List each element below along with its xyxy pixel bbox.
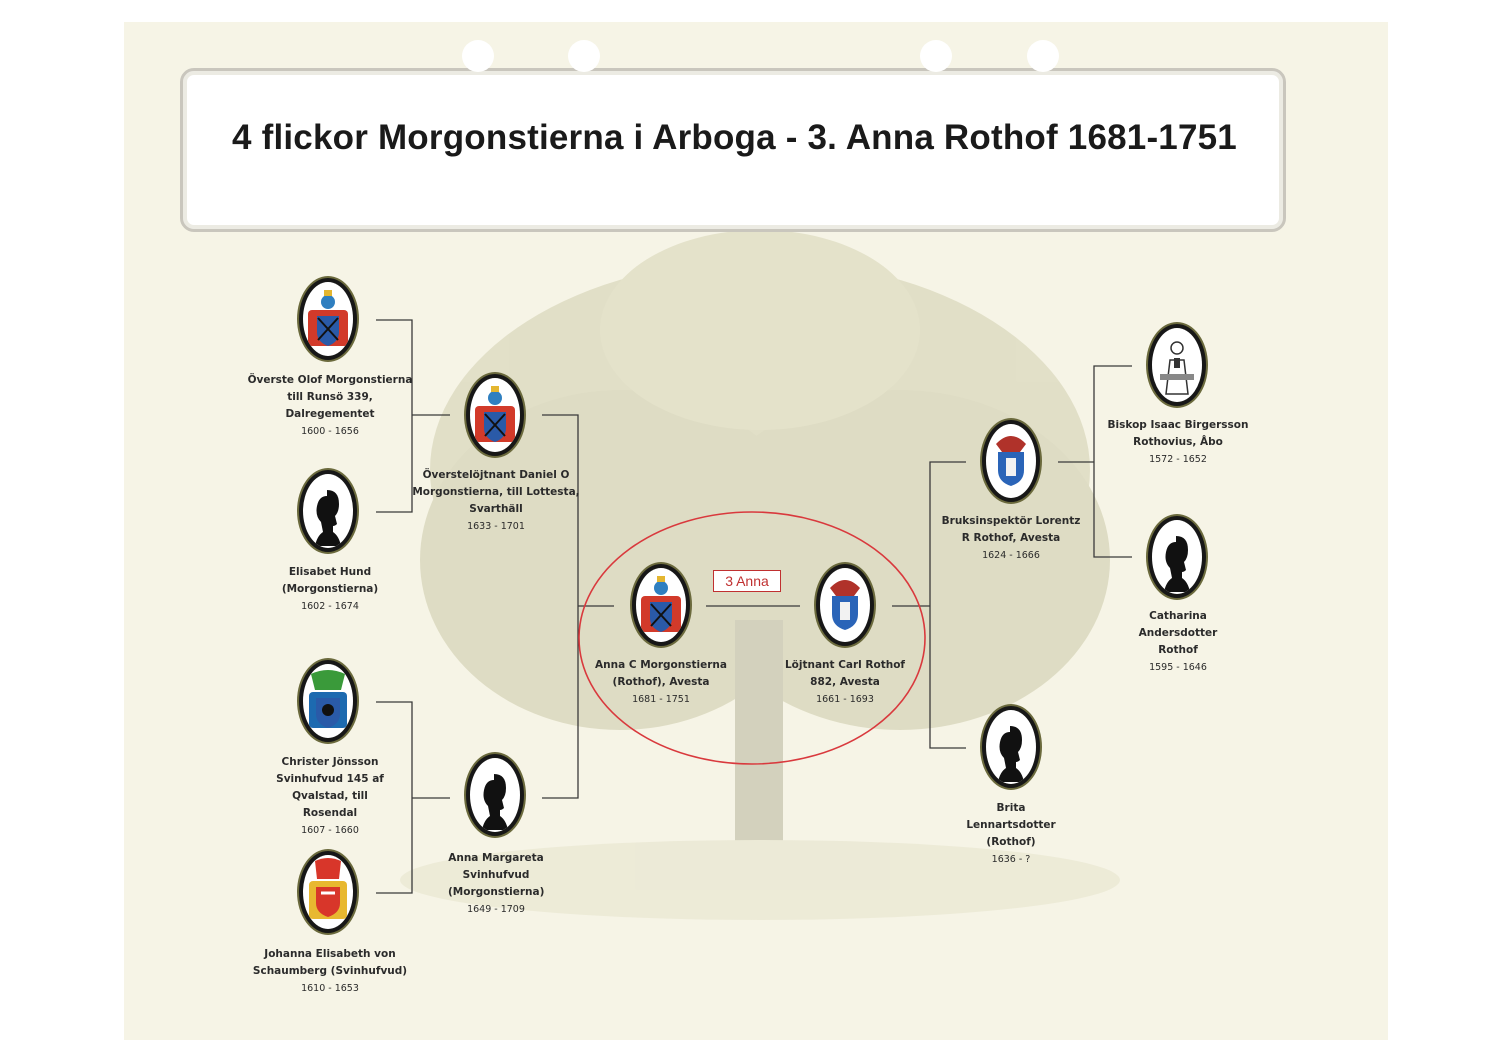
title-frame	[180, 68, 1286, 232]
female-silhouette-icon	[1146, 514, 1208, 600]
person-anna-margareta: Anna Margareta Svinhufvud (Morgonstierna…	[410, 850, 582, 918]
person-name: Johanna Elisabeth von Schaumberg (Svinhu…	[252, 948, 408, 977]
female-silhouette-icon	[980, 704, 1042, 790]
coat-of-arms-icon	[297, 658, 359, 744]
coat-of-arms-icon	[814, 562, 876, 648]
coat-of-arms-icon	[297, 849, 359, 935]
female-silhouette-icon	[297, 468, 359, 554]
person-dates: 1681 - 1751	[632, 694, 690, 705]
person-name: Bruksinspektör Lorentz R Rothof, Avesta	[941, 515, 1081, 544]
person-dates: 1572 - 1652	[1149, 454, 1207, 465]
person-elisabet: Elisabet Hund (Morgonstierna) 1602 - 167…	[245, 564, 415, 615]
coat-of-arms-icon	[980, 418, 1042, 504]
person-name: Anna C Morgonstierna (Rothof), Avesta	[595, 659, 727, 688]
person-name: Elisabet Hund (Morgonstierna)	[281, 566, 379, 595]
person-name: Catharina Andersdotter Rothof	[1138, 610, 1218, 656]
generation-badge: 3 Anna	[713, 570, 781, 592]
person-dates: 1610 - 1653	[301, 983, 359, 994]
binder-hole	[920, 40, 952, 72]
person-name: Anna Margareta Svinhufvud (Morgonstierna…	[448, 852, 545, 898]
person-name: Biskop Isaac Birgersson Rothovius, Åbo	[1107, 419, 1249, 448]
person-dates: 1661 - 1693	[816, 694, 874, 705]
female-silhouette-icon	[464, 752, 526, 838]
person-brita: Brita Lennartsdotter (Rothof) 1636 - ?	[926, 800, 1096, 868]
binder-hole	[462, 40, 494, 72]
person-dates: 1602 - 1674	[301, 601, 359, 612]
person-dates: 1600 - 1656	[301, 426, 359, 437]
coat-of-arms-icon	[297, 276, 359, 362]
person-dates: 1595 - 1646	[1149, 662, 1207, 673]
person-dates: 1607 - 1660	[301, 825, 359, 836]
highlight-circle	[578, 511, 926, 765]
person-daniel: Överstelöjtnant Daniel O Morgonstierna, …	[410, 467, 582, 535]
person-name: Christer Jönsson Svinhufvud 145 af Qvals…	[276, 756, 384, 819]
person-olof: Överste Olof Morgonstierna till Runsö 33…	[245, 372, 415, 440]
person-name: Löjtnant Carl Rothof 882, Avesta	[784, 659, 906, 688]
person-catharina: Catharina Andersdotter Rothof 1595 - 164…	[1093, 608, 1263, 676]
person-name: Brita Lennartsdotter (Rothof)	[966, 802, 1056, 848]
person-johanna: Johanna Elisabeth von Schaumberg (Svinhu…	[242, 946, 418, 997]
tree-illustration	[400, 230, 1120, 920]
person-isaac: Biskop Isaac Birgersson Rothovius, Åbo 1…	[1093, 417, 1263, 468]
person-christer: Christer Jönsson Svinhufvud 145 af Qvals…	[245, 754, 415, 839]
bishop-portrait-icon	[1146, 322, 1208, 408]
person-dates: 1636 - ?	[991, 854, 1031, 865]
connector-lines	[376, 319, 1132, 894]
binder-hole	[1027, 40, 1059, 72]
coat-of-arms-icon	[630, 562, 692, 648]
page-title: 4 flickor Morgonstierna i Arboga - 3. An…	[232, 118, 1237, 157]
binder-hole	[568, 40, 600, 72]
person-dates: 1649 - 1709	[467, 904, 525, 915]
person-dates: 1624 - 1666	[982, 550, 1040, 561]
person-carl: Löjtnant Carl Rothof 882, Avesta 1661 - …	[760, 657, 930, 708]
person-dates: 1633 - 1701	[467, 521, 525, 532]
person-name: Överste Olof Morgonstierna till Runsö 33…	[247, 374, 413, 420]
coat-of-arms-icon	[464, 372, 526, 458]
person-anna-c: Anna C Morgonstierna (Rothof), Avesta 16…	[576, 657, 746, 708]
person-name: Överstelöjtnant Daniel O Morgonstierna, …	[412, 469, 580, 515]
person-lorentz: Bruksinspektör Lorentz R Rothof, Avesta …	[926, 513, 1096, 564]
